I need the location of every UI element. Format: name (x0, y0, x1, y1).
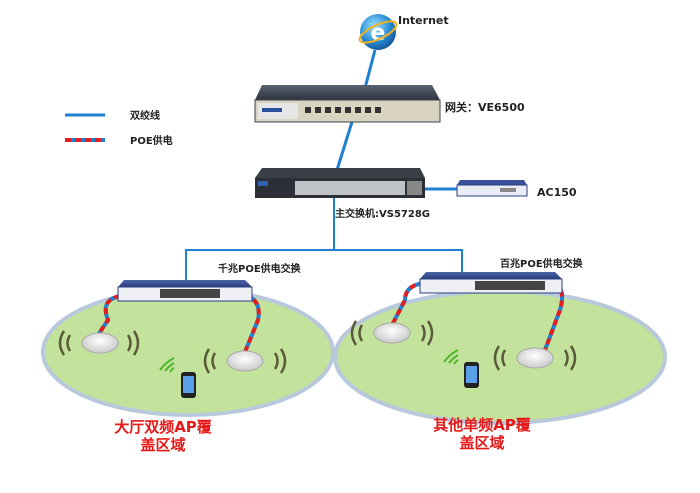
internet-globe-icon: e (358, 14, 398, 50)
fast-poe-switch-device (419, 272, 563, 294)
hall-area-label-line1: 大厅双频AP覆 (114, 418, 213, 436)
gateway-label: 网关：VE6500 (445, 100, 525, 114)
gateway-device (254, 85, 441, 123)
smartphone-icons (181, 362, 479, 398)
other-coverage-area (333, 289, 667, 425)
access-points (81, 322, 554, 372)
ac150-device (456, 180, 528, 197)
ap-icon (373, 322, 411, 344)
other-area-label-line2: 盖区域 (459, 434, 504, 452)
hall-area-label-line2: 盖区域 (140, 436, 185, 454)
svg-text:e: e (371, 21, 386, 46)
core-switch-device (255, 168, 425, 198)
other-area-label-line1: 其他单频AP覆 (433, 416, 532, 434)
ap-icon (516, 347, 554, 369)
fast-poe-switch-label: 百兆POE供电交换 (500, 257, 584, 270)
legend-poe: POE供电 (130, 134, 173, 147)
signal-icons (159, 349, 459, 373)
gigabit-poe-switch-device (117, 280, 253, 302)
core-switch-label: 主交换机:VS5728G (335, 207, 430, 220)
legend: 双绞线 POE供电 (65, 109, 173, 147)
ac150-label: AC150 (537, 186, 577, 199)
wifi-wave-icons (58, 320, 577, 374)
internet-label: Internet (398, 14, 449, 27)
legend-twisted-pair: 双绞线 (130, 109, 160, 122)
gigabit-poe-switch-label: 千兆POE供电交换 (218, 262, 302, 275)
twisted-pair-cables (185, 49, 463, 280)
ap-icon (81, 332, 119, 354)
ap-icon (226, 350, 264, 372)
